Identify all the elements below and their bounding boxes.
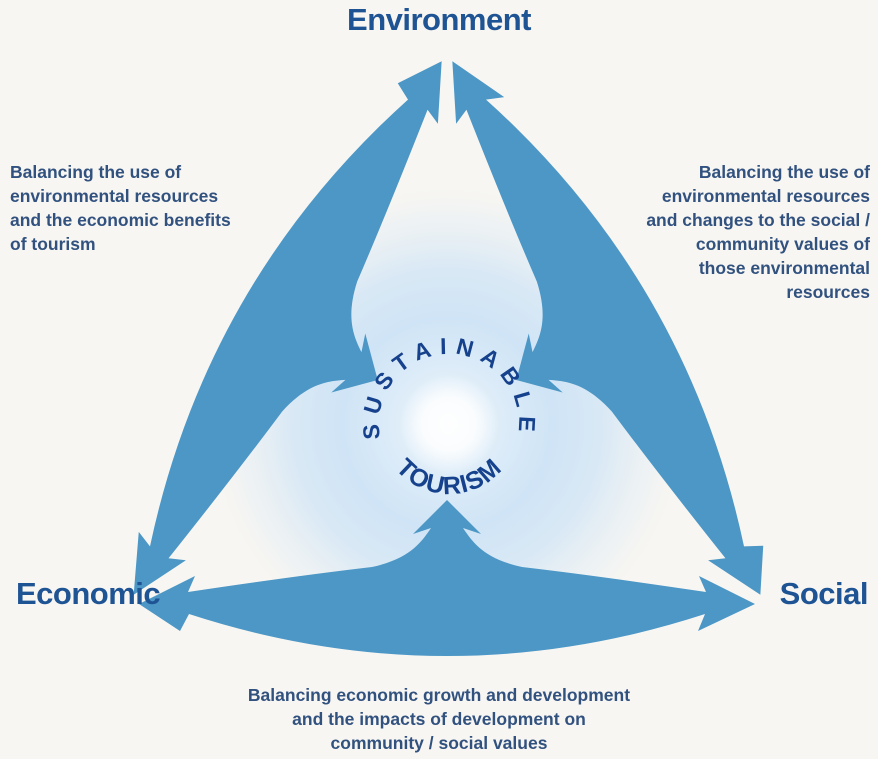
annotation-environment-economic: Balancing the use of environmental resou… [10,160,231,256]
annotation-environment-social: Balancing the use of environmental resou… [646,160,870,304]
annotation-line: those environmental [698,258,870,278]
node-label-social: Social [779,576,869,611]
annotation-line: and the impacts of development on [292,709,586,729]
annotation-line: of tourism [10,234,96,254]
annotation-line: resources [786,282,870,302]
node-label-environment: Environment [347,2,531,37]
annotation-line: community values of [695,234,870,254]
annotation-line: community / social values [330,733,548,753]
center-circle [399,374,499,474]
annotation-line: Balancing economic growth and developmen… [247,685,631,705]
annotation-line: and the economic benefits [10,210,231,230]
annotation-line: Balancing the use of [698,162,870,182]
annotation-line: Balancing the use of [10,162,182,182]
annotation-line: and changes to the social / [646,210,870,230]
annotation-line: environmental resources [661,186,870,206]
annotation-line: environmental resources [10,186,219,206]
node-label-economic: Economic [16,576,161,611]
annotation-economic-social: Balancing economic growth and developmen… [0,683,878,755]
